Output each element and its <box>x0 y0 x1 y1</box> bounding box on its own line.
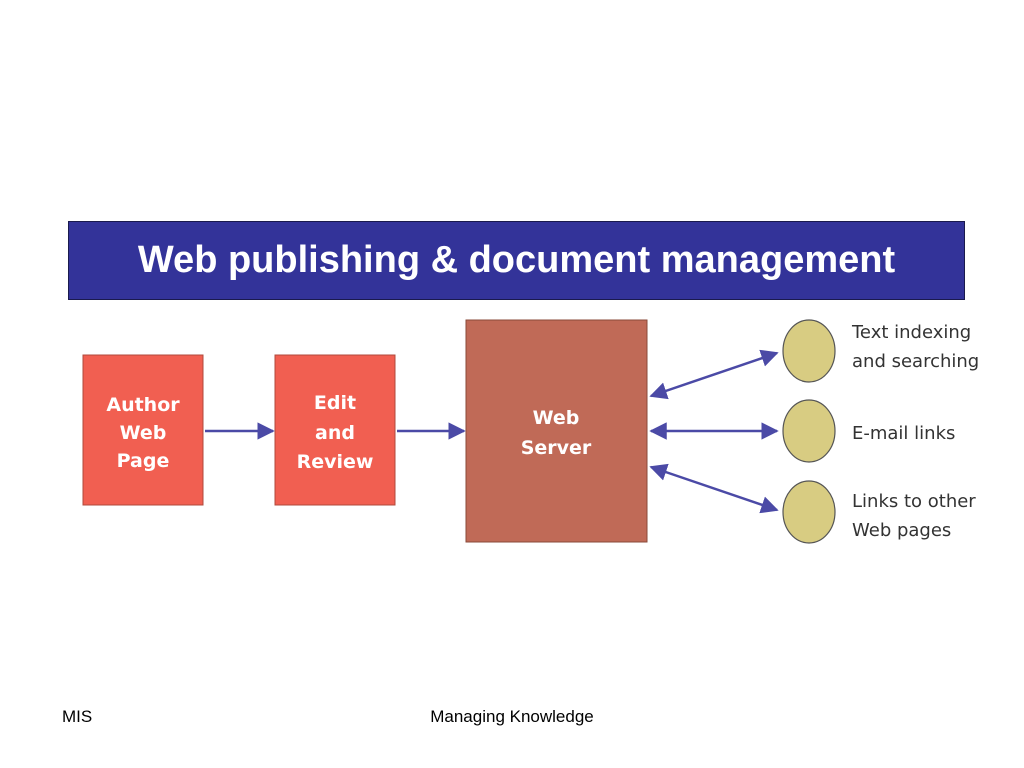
slide-title: Web publishing & document management <box>137 239 896 281</box>
title-banner: Web publishing & document management <box>68 221 965 300</box>
text-indexing-label-2: and searching <box>852 351 979 372</box>
edit-and-review-box <box>274 354 396 506</box>
server-box-line-1: Web <box>533 407 580 429</box>
footer-left: MIS <box>62 707 93 726</box>
web-server-box <box>465 319 648 543</box>
footer-center: Managing Knowledge <box>430 707 594 726</box>
email-links-node <box>782 399 836 463</box>
email-links-label: E-mail links <box>852 423 955 444</box>
edit-box-line-1: Edit <box>314 392 356 414</box>
edit-box-line-3: Review <box>297 451 374 473</box>
arrow-server-text-indexing <box>649 349 779 400</box>
author-box-line-1: Author <box>106 394 180 416</box>
author-web-page-box <box>82 354 204 506</box>
author-box-line-2: Web <box>120 422 167 444</box>
text-indexing-node <box>782 319 836 383</box>
text-indexing-label-1: Text indexing <box>851 322 971 343</box>
author-box-line-3: Page <box>117 450 170 472</box>
web-links-node <box>782 480 836 544</box>
web-links-label-2: Web pages <box>852 520 951 541</box>
web-links-label-1: Links to other <box>852 491 976 512</box>
arrow-server-web-links <box>649 463 779 514</box>
edit-box-line-2: and <box>315 422 355 444</box>
server-box-line-2: Server <box>521 437 592 459</box>
